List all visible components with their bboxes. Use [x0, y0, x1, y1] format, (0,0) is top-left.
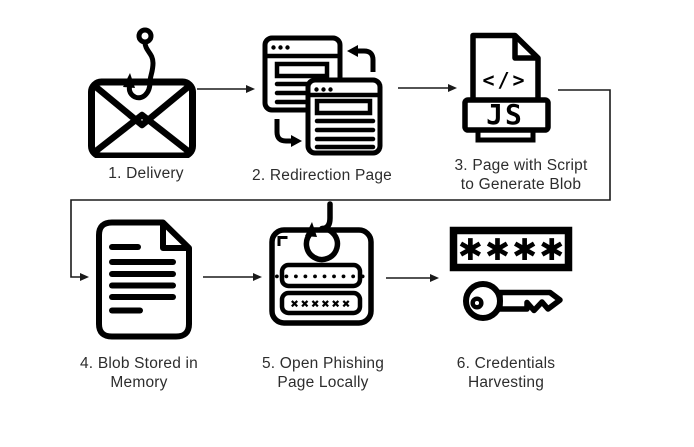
- envelope-body: [88, 78, 196, 158]
- arrowhead: [246, 85, 255, 93]
- email-hook-icon: [88, 27, 196, 158]
- redirect-arrow-down-icon: [274, 119, 302, 147]
- front-browser-window: [305, 77, 383, 156]
- form-corner-mark: [277, 236, 288, 246]
- file-fold-corner: [512, 35, 538, 61]
- phishing-form-icon: •••••••••• ✖✖✖✖✖✖: [269, 201, 374, 326]
- arrowhead: [448, 84, 457, 92]
- document-text-lines: [109, 244, 176, 314]
- password-key-icon: ✱✱✱✱: [449, 226, 573, 321]
- js-file-icon: </> JS: [462, 32, 551, 143]
- step3-label: 3. Page with Script to Generate Blob: [436, 156, 606, 194]
- envelope-back-flap: [92, 111, 192, 155]
- masked-password-box: [449, 226, 573, 272]
- hook-shank: [126, 39, 156, 101]
- step-label-line: 6. Credentials: [456, 355, 556, 372]
- password-field-crosses: ✖✖✖✖✖✖: [290, 299, 352, 311]
- connector-step3-step4: [70, 89, 611, 278]
- document-outline: [96, 219, 192, 340]
- file-bottom-tab: [475, 130, 536, 143]
- username-field: [279, 262, 363, 289]
- masked-password-asterisks: ✱✱✱✱: [458, 233, 567, 268]
- js-badge-band: [462, 97, 551, 133]
- step-label-line: 1. Delivery: [108, 165, 184, 182]
- document-blob-icon: [96, 219, 192, 340]
- step-label-line: 5. Open Phishing: [261, 355, 385, 372]
- step4-label: 4. Blob Stored in Memory: [59, 354, 219, 392]
- hook-shank: [320, 201, 333, 232]
- code-tag-glyph: </>: [482, 68, 527, 92]
- step6-label: 6. Credentials Harvesting: [426, 354, 586, 392]
- arrowhead: [253, 273, 262, 281]
- arrowhead: [430, 274, 439, 282]
- js-badge-label: JS: [486, 98, 524, 131]
- step1-label: 1. Delivery: [66, 164, 226, 183]
- envelope-flap: [92, 83, 192, 129]
- step2-label: 2. Redirection Page: [237, 166, 407, 185]
- step-label-line: to Generate Blob: [460, 176, 582, 193]
- step-label-line: Memory: [110, 374, 168, 391]
- redirect-arrow-up-icon: [347, 45, 376, 72]
- key-icon: [463, 281, 563, 321]
- hook-barb: [305, 222, 317, 237]
- step-label-line: Page Locally: [277, 374, 369, 391]
- step-label-line: 3. Page with Script: [454, 157, 588, 174]
- username-field-dots: ••••••••••: [273, 271, 368, 284]
- hook-loop: [303, 225, 341, 263]
- step-label-line: Harvesting: [467, 374, 545, 391]
- browser-redirect-icon: [262, 35, 383, 156]
- step-label-line: 2. Redirection Page: [252, 167, 392, 184]
- step5-label: 5. Open Phishing Page Locally: [243, 354, 403, 392]
- arrowhead: [80, 273, 89, 281]
- step-label-line: 4. Blob Stored in: [79, 355, 198, 372]
- hook-barb: [123, 73, 135, 88]
- password-field: [279, 290, 363, 316]
- document-fold-corner: [160, 222, 189, 251]
